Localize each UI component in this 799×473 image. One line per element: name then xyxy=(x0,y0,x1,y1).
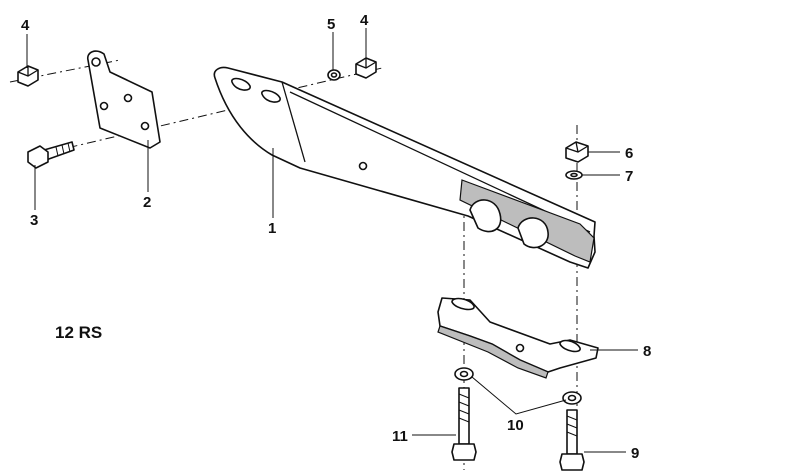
bracket-slot-2 xyxy=(261,89,281,103)
bracket-cutout-right xyxy=(517,217,549,249)
bolt-9-thread-2 xyxy=(566,423,578,429)
callout-1: 1 xyxy=(268,220,276,237)
washer-5 xyxy=(327,69,341,81)
bolt-9-thread-3 xyxy=(566,431,578,437)
callout-5: 5 xyxy=(327,16,335,33)
bolt-9 xyxy=(559,409,585,471)
nut-4-left xyxy=(17,65,39,87)
bolt-11-thread-1 xyxy=(458,393,470,399)
clamp-flange xyxy=(437,325,549,379)
leader-lines xyxy=(26,28,638,453)
callout-labels: 1 2 3 4 5 4 6 7 8 9 10 11 12 RS xyxy=(21,12,651,462)
bolt-11-thread-2 xyxy=(458,401,470,407)
callout-4-left: 4 xyxy=(21,17,30,34)
plate-hole-3 xyxy=(123,93,133,103)
callout-9: 9 xyxy=(631,445,639,462)
bolt-11-thread-4 xyxy=(458,417,470,423)
bolt-9-thread-1 xyxy=(566,415,578,421)
callout-7: 7 xyxy=(625,168,633,185)
part-2-plate xyxy=(86,50,161,149)
bolt-3-thread-3 xyxy=(67,142,71,153)
clamp-slot-left xyxy=(451,297,475,311)
bolt-3-thread-2 xyxy=(61,144,65,155)
bolt-11 xyxy=(451,387,477,461)
part-3-bolt xyxy=(27,141,75,169)
clamp-slot-right xyxy=(559,339,581,353)
plate-hole-2 xyxy=(99,101,109,111)
bracket-cutout-left xyxy=(469,199,502,233)
washer-7 xyxy=(565,170,583,180)
callout-11: 11 xyxy=(392,428,408,445)
nut-4-right xyxy=(355,57,377,79)
plate-hole-4 xyxy=(140,121,150,131)
washer-10-right-inner xyxy=(567,394,577,402)
model-label: 12 RS xyxy=(55,323,102,342)
bolt-3-thread-1 xyxy=(55,146,59,157)
plate-hole-1 xyxy=(91,57,101,67)
nut-4-left-face xyxy=(17,66,39,77)
part-1-bracket xyxy=(213,66,596,269)
callout-2: 2 xyxy=(143,194,151,211)
bracket-hole xyxy=(358,161,368,171)
callout-8: 8 xyxy=(643,343,651,360)
washer-10-left-inner xyxy=(459,370,469,378)
callout-4-right: 4 xyxy=(360,12,369,29)
nut-4-right-face xyxy=(355,58,377,69)
clamp-hole xyxy=(515,343,525,353)
callout-3: 3 xyxy=(30,212,38,229)
washer-5-inner xyxy=(330,72,338,78)
nut-6 xyxy=(565,141,589,163)
nut-6-face xyxy=(565,141,589,153)
bracket-slot-1 xyxy=(231,77,251,91)
callout-10: 10 xyxy=(507,417,524,434)
part-8-clamp xyxy=(437,297,599,379)
bolt-11-thread-3 xyxy=(458,409,470,415)
bolt-11-head xyxy=(451,443,477,461)
bracket-bend-line xyxy=(281,81,306,163)
bolt-3-head xyxy=(27,145,49,169)
bolt-9-head xyxy=(559,453,585,471)
washer-7-inner xyxy=(570,172,578,178)
washer-10-right xyxy=(562,391,582,405)
leader-10 xyxy=(471,376,567,415)
callout-6: 6 xyxy=(625,145,633,162)
washer-10-left xyxy=(454,367,474,381)
